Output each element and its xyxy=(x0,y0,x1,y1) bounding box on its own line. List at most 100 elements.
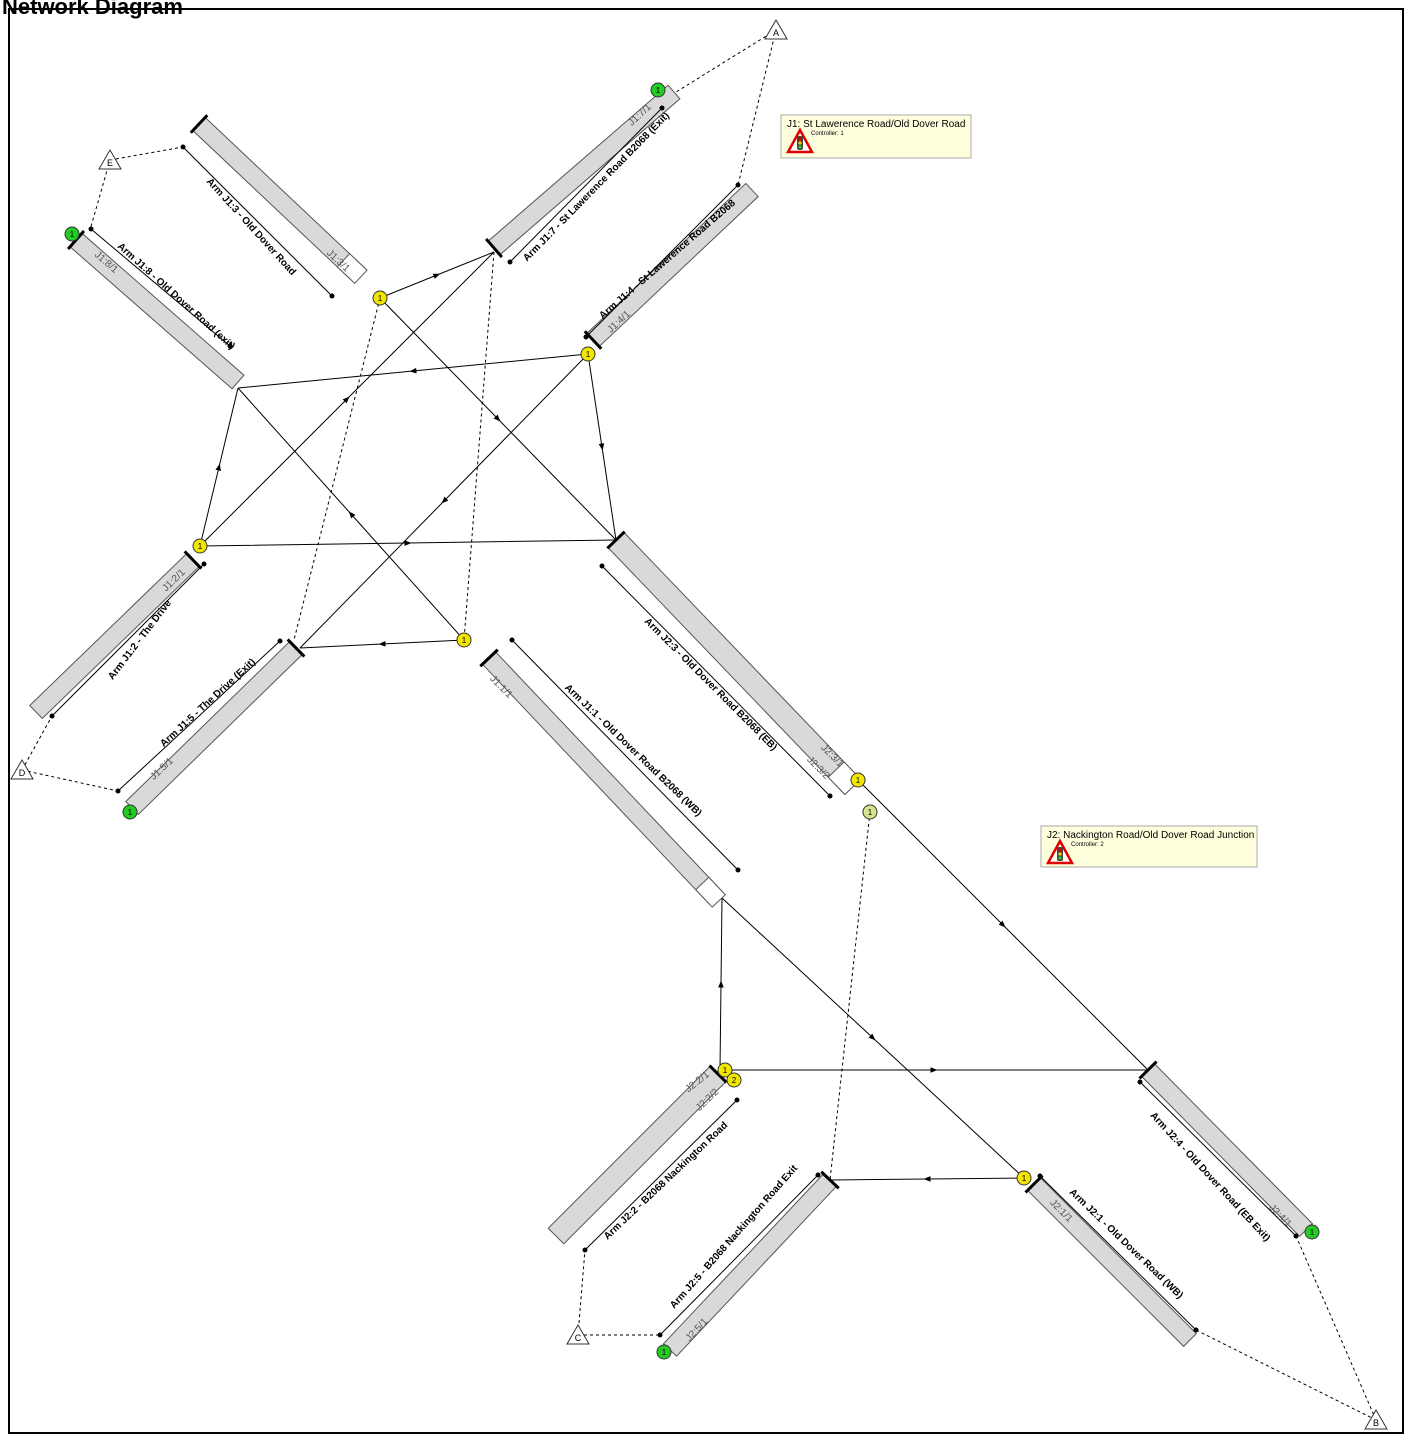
zone-c: C xyxy=(566,1324,590,1345)
zone-connector xyxy=(21,715,53,771)
traffic-light-green-lamp xyxy=(1058,856,1062,860)
arm-end-dot xyxy=(583,334,589,340)
arm-end-dot xyxy=(1193,1327,1199,1333)
arm-reference-line xyxy=(509,107,663,263)
arm-end-dot xyxy=(657,1332,663,1338)
zone-connector xyxy=(829,811,871,1181)
junction-controller: Controller: 1 xyxy=(811,131,844,137)
traffic-light-amber-lamp xyxy=(1058,852,1062,856)
diagram-frame xyxy=(8,8,1404,1434)
signal-circle xyxy=(862,804,878,820)
signal-circle xyxy=(372,290,388,306)
link-line xyxy=(299,639,465,649)
arm-end-dot xyxy=(180,144,186,150)
junction-callout-j2: J2: Nackington Road/Old Dover Road Junct… xyxy=(1040,825,1258,868)
junction-title: J2: Nackington Road/Old Dover Road Junct… xyxy=(1047,830,1254,841)
signal-circle xyxy=(717,1062,733,1078)
arm-reference-line xyxy=(584,1099,738,1251)
exit-signal: 1 xyxy=(64,226,80,242)
arm-reference-line xyxy=(182,146,333,297)
exit-signal: 1 xyxy=(122,804,138,820)
zone-a: A xyxy=(764,19,788,40)
zone-e: E xyxy=(98,149,122,170)
stop-line-signal: 1 xyxy=(580,346,596,362)
zone-label: E xyxy=(107,158,113,168)
zone-d: D xyxy=(10,759,34,780)
arm-stop-tick xyxy=(485,237,503,259)
arm-reference-line xyxy=(585,184,739,338)
arm-label: Arm J1:4 - St Lawerence Road B2068 xyxy=(597,197,738,321)
arm-label: Arm J1:7 - St Lawerence Road B2068 (Exit… xyxy=(521,110,672,263)
zone-connectors xyxy=(21,29,1377,1421)
zone-connector xyxy=(1195,1329,1377,1421)
link-line xyxy=(199,251,495,547)
arm-J2-4: Arm J2:4 - Old Dover Road (EB Exit)J2:4/… xyxy=(1137,1060,1314,1244)
arm-stop-tick xyxy=(286,638,306,658)
exit-number: 1 xyxy=(128,808,133,817)
zone-connector xyxy=(463,251,495,641)
arm-end-dot xyxy=(599,563,605,569)
signal-number: 1 xyxy=(723,1066,728,1075)
zone-connector xyxy=(1295,1235,1377,1421)
callouts-layer: J1: St Lawerence Road/Old Dover RoadCont… xyxy=(780,114,1258,868)
zone-connector xyxy=(577,1249,586,1336)
callout-box xyxy=(1040,825,1258,868)
link-line xyxy=(237,353,589,389)
arm-reference-line xyxy=(1039,1175,1197,1331)
arm-end-dot xyxy=(329,293,335,299)
zone-triangle xyxy=(566,1324,590,1345)
link-line xyxy=(721,897,1025,1179)
junction-controller: Controller: 2 xyxy=(1071,842,1104,848)
link-line xyxy=(299,353,589,649)
arm-lane-extension xyxy=(827,761,862,796)
signal-circle xyxy=(456,632,472,648)
zone-label: C xyxy=(575,1333,582,1343)
arm-J1-7: Arm J1:7 - St Lawerence Road B2068 (Exit… xyxy=(485,84,681,265)
arm-lane-extension xyxy=(336,253,368,284)
zone-triangle xyxy=(98,149,122,170)
arm-end-dot xyxy=(735,182,741,188)
arm-end-dot xyxy=(1137,1079,1143,1085)
traffic-light-red-lamp xyxy=(798,137,802,141)
arm-end-dot xyxy=(507,259,513,265)
link-line xyxy=(379,251,495,299)
junction-callout-j1: J1: St Lawerence Road/Old Dover RoadCont… xyxy=(780,114,972,159)
stop-line-signal: 1 xyxy=(192,538,208,554)
arm-stop-tick xyxy=(479,648,499,668)
arm-end-dot xyxy=(115,788,121,794)
stop-line-signal: 1 xyxy=(862,804,878,820)
arm-end-dot xyxy=(827,793,833,799)
exit-circle xyxy=(122,804,138,820)
traffic-links xyxy=(199,251,1149,1182)
arm-end-dot xyxy=(734,1097,740,1103)
link-line xyxy=(587,353,617,541)
exit-number: 1 xyxy=(656,86,661,95)
exit-signal: 1 xyxy=(656,1344,672,1360)
stop-line-signal: 1 xyxy=(1016,1170,1032,1186)
arm-stop-tick xyxy=(820,1170,840,1190)
arm-J2-5: Arm J2:5 - B2068 Nackington Road ExitJ2:… xyxy=(657,1163,840,1357)
arm-end-dot xyxy=(227,343,233,349)
arm-end-dot xyxy=(1037,1173,1043,1179)
zone-connector xyxy=(659,29,777,103)
arm-lane-extension xyxy=(695,876,726,908)
arm-lane-bar xyxy=(1140,1062,1314,1238)
stop-line-signal: 1 xyxy=(456,632,472,648)
arm-end-dot xyxy=(49,713,55,719)
arm-lane-bar xyxy=(662,1173,838,1357)
arm-lane-bar xyxy=(607,531,859,793)
link-line xyxy=(718,897,724,1071)
arm-end-dot xyxy=(277,638,283,644)
exit-circle xyxy=(64,226,80,242)
exit-circle xyxy=(1304,1224,1320,1240)
arm-end-dot xyxy=(735,867,741,873)
link-line xyxy=(829,1176,1025,1182)
arm-reference-line xyxy=(90,228,231,347)
zone-connector xyxy=(21,769,119,792)
zone-triangle xyxy=(1364,1409,1388,1430)
